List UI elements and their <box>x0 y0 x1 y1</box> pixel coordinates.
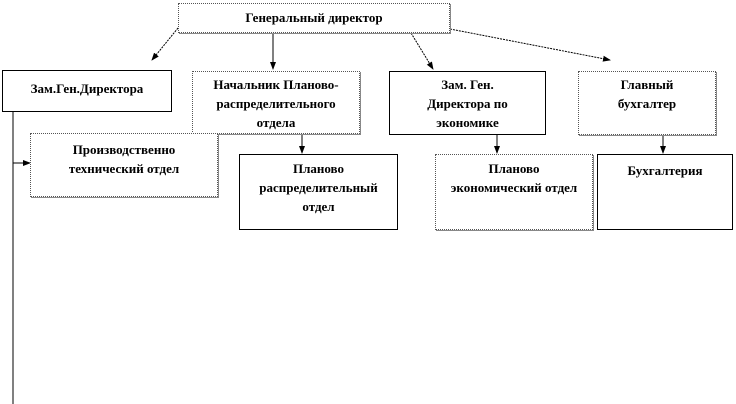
arrow-ceo-deputy-econ <box>410 32 434 70</box>
node-label: Планово распределительный отдел <box>259 161 378 214</box>
node-accounting: Бухгалтерия <box>597 154 733 230</box>
node-label: Начальник Планово-распределительного отд… <box>213 77 339 130</box>
node-label: Производственно технический отдел <box>68 142 180 176</box>
node-production-dept: Производственно технический отдел <box>30 133 218 197</box>
node-econ-dept: Планово экономический отдел <box>435 154 593 230</box>
arrow-ceo-chief-accountant <box>449 28 611 62</box>
node-label: Главный бухгалтер <box>617 77 677 111</box>
node-planning-dept: Планово распределительный отдел <box>239 154 398 230</box>
node-chief-accountant: Главный бухгалтер <box>578 71 716 135</box>
node-label: Бухгалтерия <box>627 163 703 178</box>
arrow-ceo-deputy <box>151 27 179 61</box>
node-ceo: Генеральный директор <box>178 3 450 33</box>
node-label: Планово экономический отдел <box>450 161 578 195</box>
node-planning-head: Начальник Планово-распределительного отд… <box>192 71 360 134</box>
node-deputy: Зам.Ген.Директора <box>2 70 172 112</box>
node-label: Зам.Ген.Директора <box>30 81 144 96</box>
node-deputy-econ: Зам. Ген. Директора по экономике <box>389 71 546 135</box>
node-label: Зам. Ген. Директора по экономике <box>427 77 508 130</box>
node-label: Генеральный директор <box>245 10 383 25</box>
